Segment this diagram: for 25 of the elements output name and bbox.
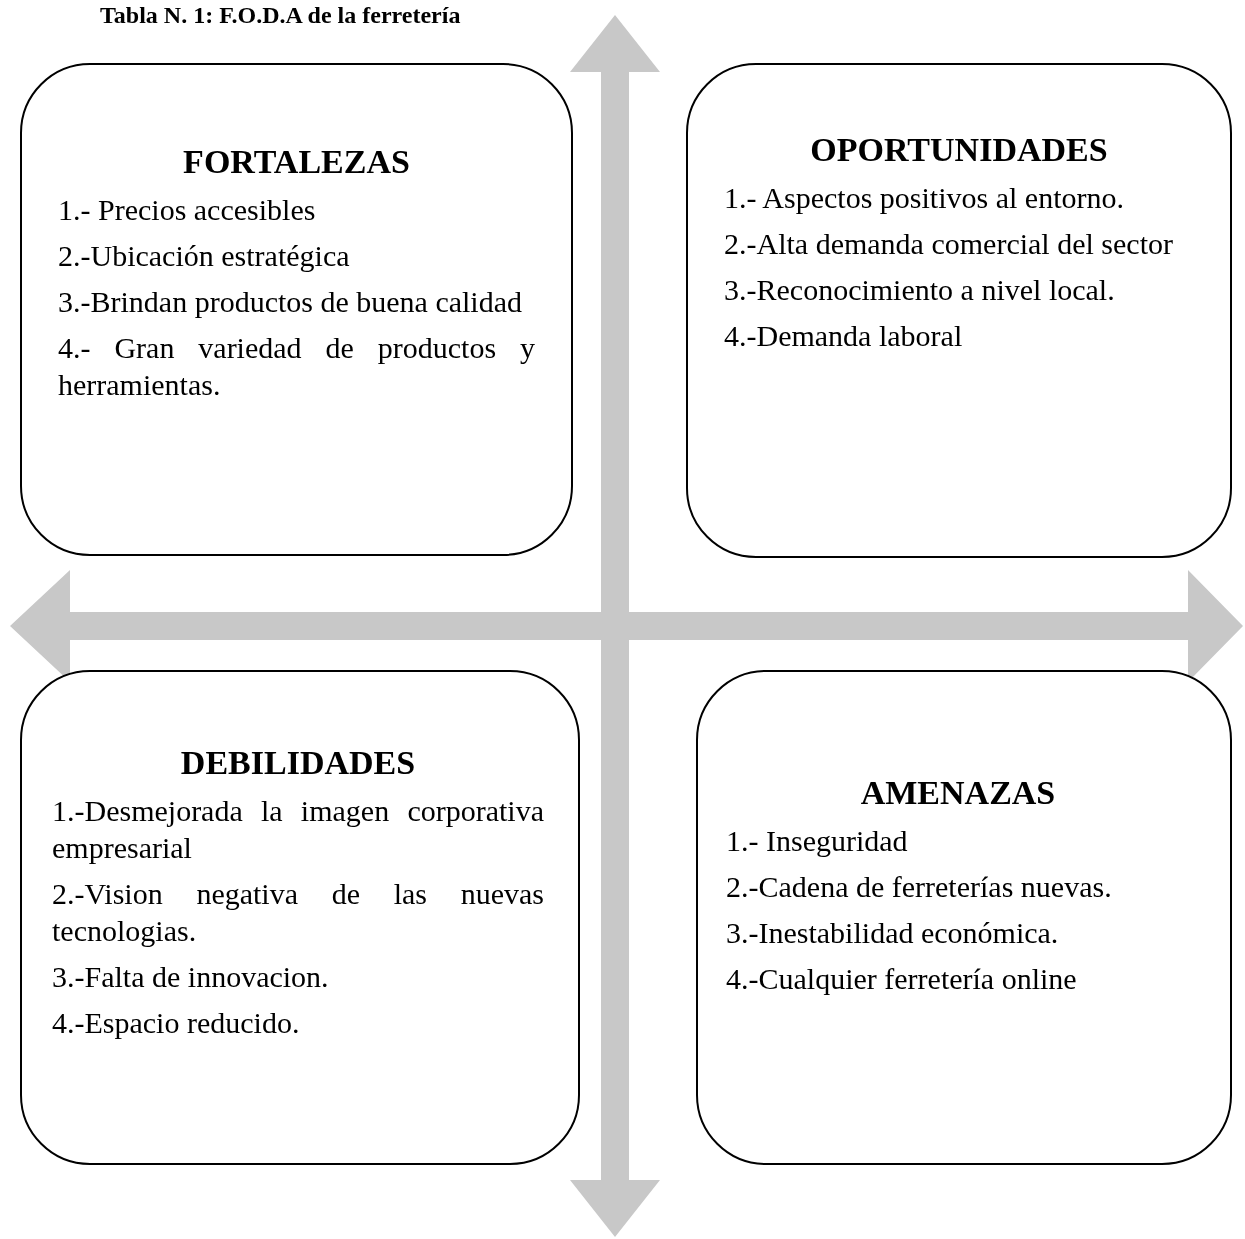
list-item: 4.-Demanda laboral — [724, 318, 964, 354]
list-item: 3.-Falta de innovacion. — [52, 959, 330, 995]
list-item: 1.-Desmejorada la imagen corporativa empresarial — [52, 793, 544, 866]
list-item: 4.-Espacio reducido. — [52, 1005, 301, 1041]
quadrant-heading: OPORTUNIDADES — [809, 131, 1109, 169]
quadrant-heading: DEBILIDADES — [179, 744, 417, 782]
list-item: 3.-Reconocimiento a nivel local. — [724, 272, 1116, 308]
rounded-box — [686, 63, 1232, 558]
list-item: 2.-Vision negativa de las nuevas tecnologias. — [52, 876, 544, 949]
rounded-box — [20, 63, 573, 556]
rounded-box — [20, 670, 580, 1165]
quadrant-heading: AMENAZAS — [859, 774, 1057, 812]
list-item: 1.- Inseguridad — [726, 823, 909, 859]
list-item: 3.-Brindan productos de buena calidad — [58, 284, 524, 320]
list-item: 2.-Ubicación estratégica — [58, 238, 351, 274]
list-item: 3.-Inestabilidad económica. — [726, 915, 1060, 951]
list-item: 2.-Cadena de ferreterías nuevas. — [726, 869, 1113, 905]
list-item: 1.- Precios accesibles — [58, 192, 317, 228]
list-item: 4.-Cualquier ferretería online — [726, 961, 1078, 997]
list-item: 1.- Aspectos positivos al entorno. — [724, 180, 1125, 216]
table-title: Tabla N. 1: F.O.D.A de la ferretería — [100, 2, 461, 29]
list-item: 4.- Gran variedad de productos y herramientas. — [58, 330, 535, 403]
list-item: 2.-Alta demanda comercial del sector — [724, 226, 1174, 262]
quadrant-heading: FORTALEZAS — [182, 143, 411, 181]
rounded-box — [696, 670, 1232, 1165]
